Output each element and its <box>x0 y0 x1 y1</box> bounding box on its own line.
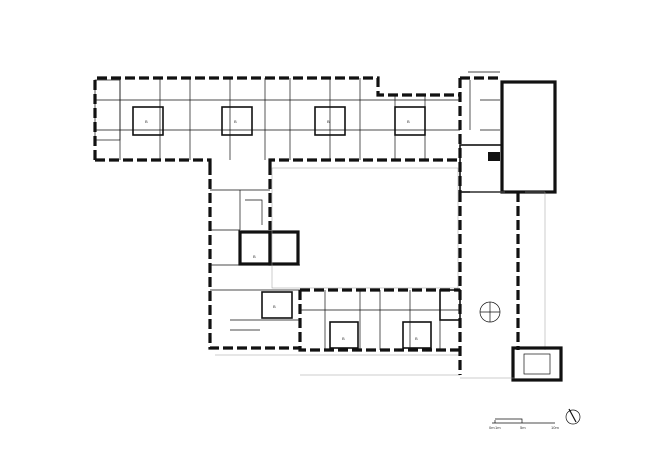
scale-label-0: 0m <box>489 425 495 430</box>
east-block <box>458 71 557 194</box>
svg-text:B: B <box>407 119 410 124</box>
svg-text:B: B <box>327 119 330 124</box>
svg-text:B: B <box>415 336 418 341</box>
lift-markers: B B B B B B B B <box>145 119 418 341</box>
north-wing <box>93 76 460 165</box>
svg-text:B: B <box>342 336 345 341</box>
svg-text:B: B <box>273 304 276 309</box>
svg-text:B: B <box>145 119 148 124</box>
svg-text:B: B <box>253 254 256 259</box>
scale-label-5: 5m <box>520 425 526 430</box>
east-corridor <box>458 191 563 382</box>
scale-label-1: 1m <box>495 425 501 430</box>
scale-label-10: 10m <box>551 425 559 430</box>
north-arrow-icon <box>565 408 581 425</box>
west-wing <box>208 165 300 350</box>
courtyard <box>271 167 459 289</box>
scale-bar: 0m 1m 5m 10m <box>489 418 559 430</box>
south-wing <box>215 288 461 376</box>
svg-text:B: B <box>234 119 237 124</box>
